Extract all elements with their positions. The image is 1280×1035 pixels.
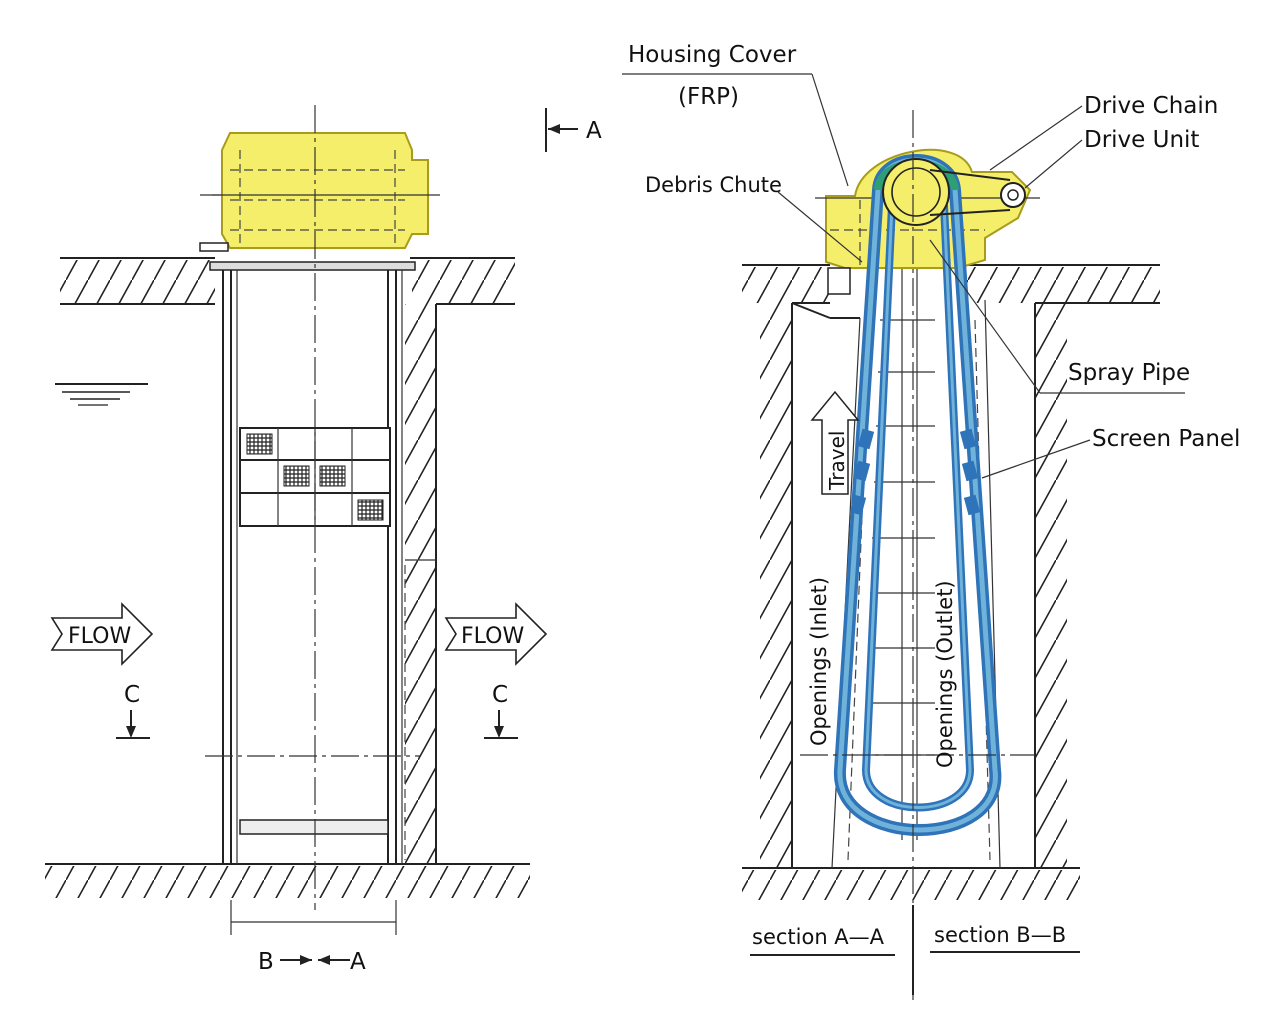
travel-arrow: Travel: [810, 390, 860, 495]
right-section-view: Travel Openings (Inlet) Openings (Outlet…: [622, 42, 1240, 1000]
ground-bottom-left: [45, 863, 530, 898]
housing-cover-material-label: (FRP): [678, 84, 739, 110]
debris-chute-label: Debris Chute: [645, 173, 782, 197]
openings-inlet-label: Openings (Inlet): [807, 577, 831, 746]
ground-right-top: [410, 257, 515, 305]
bottom-b-label: B: [258, 949, 274, 975]
head-sprocket: [882, 158, 950, 226]
drive-chain-label: Drive Chain: [1084, 93, 1218, 119]
ground-right-view-top: [742, 264, 1160, 304]
section-aa-label: section A—A: [752, 925, 885, 949]
inner-ladder: [864, 268, 935, 840]
left-housing: [199, 132, 440, 252]
screen-frame: [222, 270, 403, 864]
flow-arrow-left: FLOW: [50, 602, 154, 666]
section-bb-label: section B—B: [934, 923, 1066, 947]
openings-outlet-label: Openings (Outlet): [933, 580, 957, 768]
screen-panel-label: Screen Panel: [1092, 426, 1240, 452]
section-marker-top: A: [545, 108, 602, 152]
pit-walls: [742, 302, 1080, 900]
drive-unit-label: Drive Unit: [1084, 127, 1199, 153]
flow-left-label: FLOW: [68, 624, 131, 649]
flow-right-label: FLOW: [461, 624, 524, 649]
water-level-symbol: [55, 383, 148, 406]
ground-left-top: [60, 257, 215, 305]
travel-label: Travel: [825, 431, 849, 491]
section-c-left-label: C: [124, 682, 140, 708]
section-c-right-label: C: [492, 682, 508, 708]
drive-unit-body: [929, 169, 1026, 216]
base-plate: [209, 261, 416, 271]
bottom-dimension: B A: [230, 900, 397, 975]
section-c-left: C: [116, 682, 150, 739]
screen-panel-clips: [849, 428, 981, 516]
left-elevation-view: A FLOW FLOW C C: [45, 105, 602, 975]
section-labels: section A—A section B—B: [750, 905, 1080, 995]
leader-lines: [622, 73, 1185, 479]
housing-cover-label: Housing Cover: [628, 42, 797, 68]
section-a-top-label: A: [586, 118, 602, 144]
flow-arrow-right: FLOW: [444, 602, 548, 666]
spray-pipe-label: Spray Pipe: [1068, 360, 1190, 386]
bottom-a-label: A: [350, 949, 366, 975]
section-c-right: C: [484, 682, 518, 739]
right-wall: [404, 304, 437, 864]
